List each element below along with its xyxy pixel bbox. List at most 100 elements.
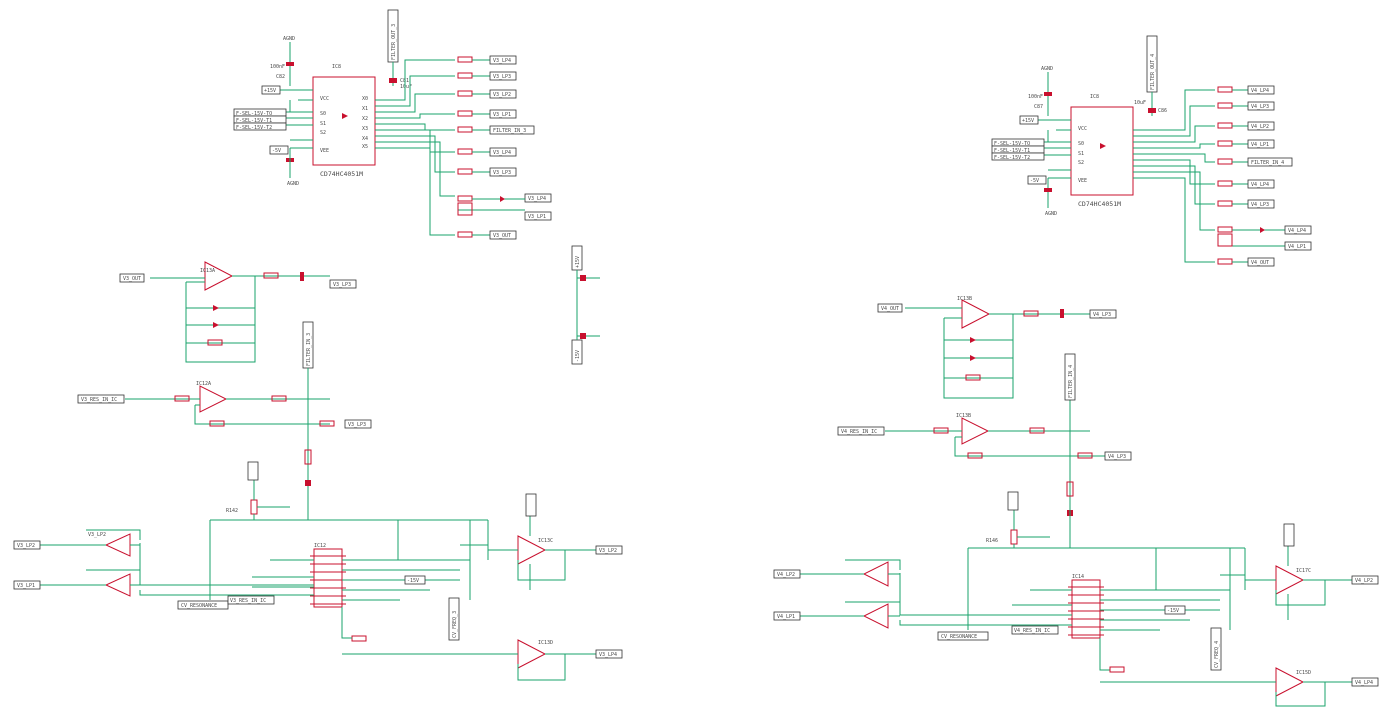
- svg-text:V3_RES_IN_IC: V3_RES_IN_IC: [81, 397, 117, 403]
- net-label-p15-left-top: +15V: [261, 85, 281, 95]
- net-label-v4-lp3-a: V4_LP3: [1089, 309, 1117, 319]
- net-labels-mux-out-left: V3_LP4 V3_LP3 V3_LP2 V3_LP1 FILTER_IN_3 …: [489, 55, 552, 240]
- svg-text:+15V: +15V: [575, 256, 581, 268]
- resistor-column-right[interactable]: [1217, 86, 1233, 265]
- cap-c82[interactable]: [286, 62, 294, 66]
- net-label-cv-freq-left: CV_FREQ_3: [448, 597, 460, 641]
- trim-pot-right[interactable]: R146: [986, 529, 1018, 545]
- net-label-filter-in-right: FILTER_IN_4: [1064, 353, 1076, 401]
- svg-text:V3_LP2: V3_LP2: [599, 548, 617, 554]
- svg-text:IC13D: IC13D: [538, 640, 553, 646]
- svg-text:V4_LP4: V4_LP4: [1251, 182, 1269, 188]
- trim-pot-left[interactable]: R142: [226, 499, 258, 515]
- opamp-ic17b-left[interactable]: [104, 573, 131, 597]
- svg-text:IC13B: IC13B: [957, 296, 972, 302]
- svg-text:S1: S1: [1078, 151, 1084, 157]
- svg-text:CV_FREQ_3: CV_FREQ_3: [452, 611, 458, 638]
- cap-c81[interactable]: [389, 78, 397, 83]
- opamp-ic13a-left[interactable]: IC13A: [200, 261, 234, 291]
- svg-text:CD74HC4051M: CD74HC4051M: [320, 170, 363, 178]
- svg-text:V3_LP2: V3_LP2: [493, 92, 511, 98]
- svg-text:10uF: 10uF: [1134, 100, 1146, 106]
- opamp-small-1-right[interactable]: [862, 561, 889, 587]
- svg-text:VEE: VEE: [320, 148, 329, 154]
- svg-text:X4: X4: [362, 136, 368, 142]
- svg-text:X2: X2: [362, 116, 368, 122]
- net-label-res-in-bottom-right: V4_RES_IN_IC: [1011, 625, 1059, 635]
- net-label-m5-right: -5V: [1027, 175, 1047, 185]
- svg-text:F-SEL-15V-TO: F-SEL-15V-TO: [236, 111, 272, 117]
- svg-text:V3_LP3: V3_LP3: [333, 282, 351, 288]
- svg-text:V3_LP3: V3_LP3: [493, 74, 511, 80]
- net-label-v4-out-in: V4_OUT: [877, 303, 903, 313]
- svg-text:X5: X5: [362, 144, 368, 150]
- net-label-cv-freq-right: CV_FREQ_4: [1210, 627, 1222, 671]
- net-label-cv-res-right: CV_RESONANCE: [937, 631, 989, 641]
- svg-text:IC13B: IC13B: [956, 413, 971, 419]
- svg-text:V4_LP1: V4_LP1: [777, 614, 795, 620]
- opamp-a-right[interactable]: IC13B: [957, 296, 991, 329]
- cap-c86[interactable]: [1148, 108, 1156, 113]
- svg-text:CV_RESONANCE: CV_RESONANCE: [941, 634, 977, 640]
- svg-text:V3_LP4: V3_LP4: [493, 58, 511, 64]
- svg-text:V3_LP4: V3_LP4: [528, 196, 546, 202]
- svg-text:100nF: 100nF: [1028, 94, 1043, 100]
- opamp-ic12a-left[interactable]: IC12A: [196, 381, 228, 413]
- net-label-filter-out-right: FILTER_OUT_4: [1146, 35, 1158, 93]
- net-label-v4-res-in: V4_RES_IN_IC: [837, 426, 885, 436]
- svg-text:V4_LP2: V4_LP2: [777, 572, 795, 578]
- net-label-m5-left: -5V: [269, 145, 289, 155]
- ota-chip-left[interactable]: IC12: [310, 543, 346, 608]
- net-label-m15-left-b: -15V: [404, 575, 426, 585]
- net-label-v3-lp2-in: V3_LP2: [13, 540, 41, 550]
- opamp-b-right[interactable]: IC13B: [956, 413, 990, 445]
- svg-text:V4_LP3: V4_LP3: [1108, 454, 1126, 460]
- svg-text:CV_FREQ_4: CV_FREQ_4: [1214, 641, 1220, 668]
- cap-c87[interactable]: [1044, 92, 1052, 96]
- svg-text:IC15D: IC15D: [1296, 670, 1311, 676]
- svg-text:AGND: AGND: [283, 36, 295, 42]
- svg-text:IC14: IC14: [1072, 574, 1084, 580]
- svg-text:IC13C: IC13C: [538, 538, 553, 544]
- net-label-v4-lp1-in: V4_LP1: [773, 611, 801, 621]
- opamp-ic17a-left[interactable]: V3_LP2: [88, 532, 131, 557]
- svg-text:V4_LP4: V4_LP4: [1355, 680, 1373, 686]
- svg-text:V4_OUT: V4_OUT: [881, 306, 899, 312]
- svg-text:V4_LP3: V4_LP3: [1093, 312, 1111, 318]
- svg-text:CV_RESONANCE: CV_RESONANCE: [181, 603, 217, 609]
- svg-text:F-SEL-15V-T1: F-SEL-15V-T1: [236, 118, 272, 124]
- svg-text:V3_LP1: V3_LP1: [493, 112, 511, 118]
- svg-text:S0: S0: [1078, 141, 1084, 147]
- svg-text:V3_LP4: V3_LP4: [599, 652, 617, 658]
- svg-text:FILTER_OUT_3: FILTER_OUT_3: [391, 24, 397, 60]
- net-label-v3-lp3-a: V3_LP3: [329, 279, 357, 289]
- svg-text:VCC: VCC: [320, 96, 329, 102]
- svg-text:-15V: -15V: [575, 350, 581, 362]
- svg-text:IC8: IC8: [1090, 94, 1099, 100]
- svg-text:S0: S0: [320, 111, 326, 117]
- net-label-v4-lp2-out: V4_LP2: [1351, 575, 1379, 585]
- svg-text:V4_OUT: V4_OUT: [1251, 260, 1269, 266]
- svg-text:V3_LP2: V3_LP2: [17, 543, 35, 549]
- opamp-small-2-right[interactable]: [862, 603, 889, 629]
- svg-text:+15V: +15V: [1022, 118, 1034, 124]
- svg-text:R146: R146: [986, 538, 998, 544]
- svg-text:V4_LP2: V4_LP2: [1251, 124, 1269, 130]
- svg-text:VCC: VCC: [1078, 126, 1087, 132]
- svg-text:V3_LP2: V3_LP2: [88, 532, 106, 538]
- ota-chip-right[interactable]: IC14: [1068, 574, 1104, 639]
- svg-text:S1: S1: [320, 121, 326, 127]
- svg-text:FILTER_IN_3: FILTER_IN_3: [493, 128, 526, 134]
- net-label-v3-out-in: V3_OUT: [119, 273, 145, 283]
- svg-text:V3_LP3: V3_LP3: [348, 422, 366, 428]
- svg-text:V4_LP1: V4_LP1: [1251, 142, 1269, 148]
- svg-text:10uF: 10uF: [400, 84, 412, 90]
- net-label-filter-out-left: FILTER_OUT_3: [387, 9, 399, 63]
- net-label-v3-lp2-out: V3_LP2: [595, 545, 623, 555]
- svg-text:V4_LP1: V4_LP1: [1288, 244, 1306, 250]
